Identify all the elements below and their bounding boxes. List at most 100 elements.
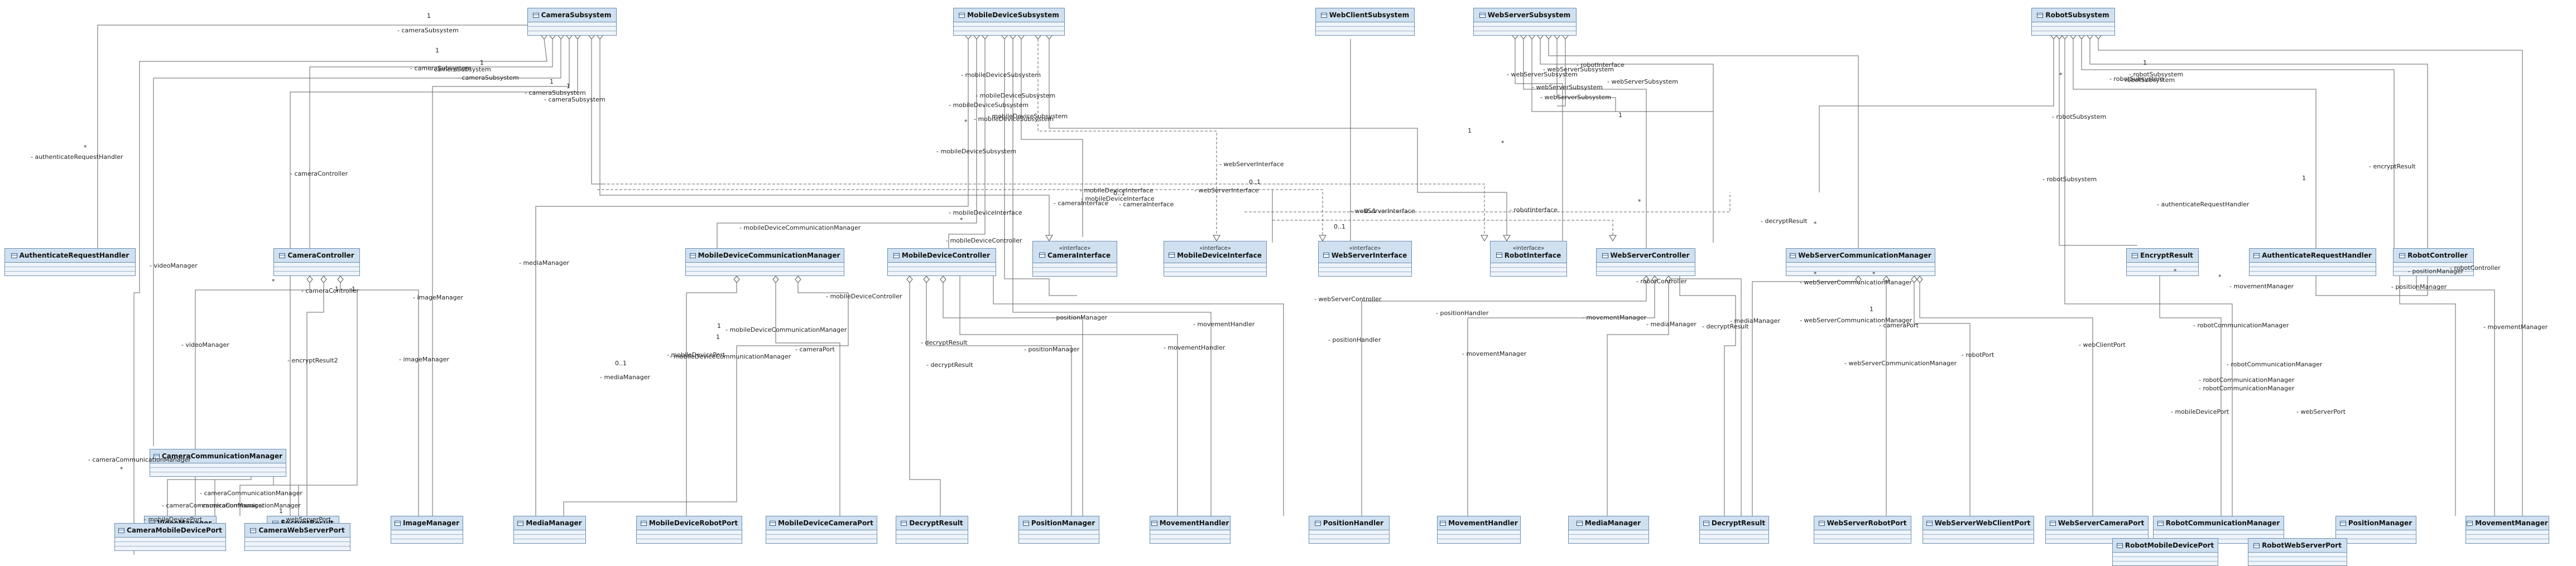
aggregation-diamond xyxy=(1665,275,1672,283)
class-camera-web-server-port[interactable]: CameraWebServerPort xyxy=(244,523,350,551)
class-header: MediaManager xyxy=(1569,516,1649,530)
class-icon xyxy=(1496,253,1502,258)
class-camera-mobile-device-port[interactable]: CameraMobileDevicePort xyxy=(114,523,226,551)
association-label: * xyxy=(964,118,968,125)
class-mobile-device-communication-manager[interactable]: MobileDeviceCommunicationManager xyxy=(685,248,844,276)
class-title-row: CameraWebServerPort xyxy=(250,526,345,534)
class-icon xyxy=(2116,543,2123,548)
attributes-section xyxy=(1019,530,1099,535)
class-web-server-robot-port[interactable]: WebServerRobotPort xyxy=(1814,516,1911,544)
association-line xyxy=(1548,39,1859,248)
association-label: - movementManager xyxy=(1582,314,1647,321)
operations-section xyxy=(896,535,968,539)
class-icon xyxy=(959,12,965,18)
class-title-row: PositionManager xyxy=(2339,519,2412,527)
class-header: «interface»CameraInterface xyxy=(1033,241,1117,263)
association-label: - webServerPort xyxy=(2296,408,2346,415)
class-image-manager[interactable]: ImageManager xyxy=(391,516,463,544)
class-header: «interface»MobileDeviceInterface xyxy=(1164,241,1266,263)
class-media-manager-left[interactable]: MediaManager xyxy=(513,516,586,544)
class-movement-manager[interactable]: MovementManager xyxy=(2466,516,2549,544)
operations-section xyxy=(1438,535,1520,539)
class-robot-subsystem[interactable]: RobotSubsystem xyxy=(2031,8,2115,36)
extra-section xyxy=(1491,272,1566,276)
association-line xyxy=(1914,273,1971,516)
extra-section xyxy=(766,539,877,543)
class-web-server-camera-port[interactable]: WebServerCameraPort xyxy=(2045,516,2149,544)
class-camera-communication-manager[interactable]: CameraCommunicationManager xyxy=(150,449,286,477)
class-web-server-communication-manager[interactable]: WebServerCommunicationManager xyxy=(1786,248,1935,276)
class-mobile-device-interface[interactable]: «interface»MobileDeviceInterface xyxy=(1164,241,1267,277)
class-camera-controller[interactable]: CameraController xyxy=(273,248,360,276)
association-line xyxy=(1531,39,1714,243)
class-web-client-subsystem[interactable]: WebClientSubsystem xyxy=(1315,8,1415,36)
class-position-manager-left[interactable]: PositionManager xyxy=(1018,516,1099,544)
class-position-manager-right[interactable]: PositionManager xyxy=(2335,516,2416,544)
association-label: - mobileDeviceInterface xyxy=(1080,187,1154,194)
class-web-server-interface[interactable]: «interface»WebServerInterface xyxy=(1318,241,1412,277)
aggregation-diamond xyxy=(772,275,779,283)
class-robot-mobile-device-port[interactable]: RobotMobileDevicePort xyxy=(2112,538,2218,566)
class-icon xyxy=(2037,12,2044,18)
class-header: AuthenticateRequestHandler xyxy=(2250,249,2376,263)
class-name: WebClientSubsystem xyxy=(1329,11,1410,19)
association-label: - cameraPort xyxy=(1879,322,1919,329)
class-authenticate-request-handler-right[interactable]: AuthenticateRequestHandler xyxy=(2249,248,2376,276)
operations-section xyxy=(1491,268,1566,272)
class-icon xyxy=(532,12,539,18)
class-icon xyxy=(2467,520,2473,526)
operations-section xyxy=(245,542,350,546)
operations-section xyxy=(1814,535,1911,539)
class-robot-web-server-port[interactable]: RobotWebServerPort xyxy=(2248,538,2347,566)
association-line xyxy=(717,39,977,248)
class-movement-handler-left[interactable]: MovementHandler xyxy=(1150,516,1231,544)
class-header: RobotMobileDevicePort xyxy=(2113,539,2218,553)
class-name: RobotWebServerPort xyxy=(2262,541,2342,549)
class-movement-handler-right[interactable]: MovementHandler xyxy=(1437,516,1521,544)
class-header: MovementManager xyxy=(2466,516,2549,530)
class-web-server-subsystem[interactable]: WebServerSubsystem xyxy=(1473,8,1577,36)
aggregation-diamond xyxy=(1651,275,1658,283)
class-name: WebServerRobotPort xyxy=(1827,519,1907,527)
association-label: * xyxy=(2218,273,2222,280)
association-label: * xyxy=(2174,268,2177,275)
operations-section xyxy=(1597,267,1695,272)
class-icon xyxy=(1022,520,1029,526)
class-position-handler[interactable]: PositionHandler xyxy=(1309,516,1390,544)
class-mobile-device-robot-port[interactable]: MobileDeviceRobotPort xyxy=(636,516,742,544)
class-web-server-controller[interactable]: WebServerController xyxy=(1596,248,1695,276)
class-camera-subsystem[interactable]: CameraSubsystem xyxy=(527,8,617,36)
class-title-row: WebServerCommunicationManager xyxy=(1790,251,1931,259)
class-icon xyxy=(1926,520,1933,526)
association-label: - cameraInterface xyxy=(1119,201,1174,208)
association-label: - mobileDevicePort xyxy=(144,516,203,523)
association-label: - cameraSubsystem xyxy=(458,74,519,81)
class-title-row: AuthenticateRequestHandler xyxy=(2253,251,2372,259)
class-web-server-web-client-port[interactable]: WebServerWebClientPort xyxy=(1923,516,2034,544)
class-title-row: DecryptResult xyxy=(901,519,963,527)
association-label: - cameraSubsystem xyxy=(525,89,586,96)
attributes-section xyxy=(2032,22,2114,27)
class-robot-interface[interactable]: «interface»RobotInterface xyxy=(1490,241,1567,277)
class-icon xyxy=(1602,253,1608,258)
association-line xyxy=(737,273,849,346)
association-label: - mobileDeviceCommunicationManager xyxy=(739,224,861,231)
class-camera-interface[interactable]: «interface»CameraInterface xyxy=(1032,241,1117,277)
class-mobile-device-controller[interactable]: MobileDeviceController xyxy=(887,248,996,276)
class-media-manager-right[interactable]: MediaManager xyxy=(1568,516,1649,544)
class-decrypt-result-right[interactable]: DecryptResult xyxy=(1699,516,1769,544)
class-title-row: CameraMobileDevicePort xyxy=(118,526,222,534)
class-name: CameraInterface xyxy=(1047,251,1111,259)
association-label: - authenticateRequestHandler xyxy=(31,153,123,161)
extra-section xyxy=(2466,539,2549,543)
class-mobile-device-subsystem[interactable]: MobileDeviceSubsystem xyxy=(953,8,1065,36)
class-encrypt-result-right[interactable]: EncryptResult xyxy=(2126,248,2199,276)
attributes-section xyxy=(1491,263,1566,268)
attributes-section xyxy=(150,463,286,468)
class-authenticate-request-handler-left[interactable]: AuthenticateRequestHandler xyxy=(4,248,136,276)
class-robot-controller[interactable]: RobotController xyxy=(2393,248,2474,276)
class-mobile-device-camera-port[interactable]: MobileDeviceCameraPort xyxy=(766,516,877,544)
class-decrypt-result-left[interactable]: DecryptResult xyxy=(896,516,968,544)
class-icon xyxy=(11,253,17,258)
